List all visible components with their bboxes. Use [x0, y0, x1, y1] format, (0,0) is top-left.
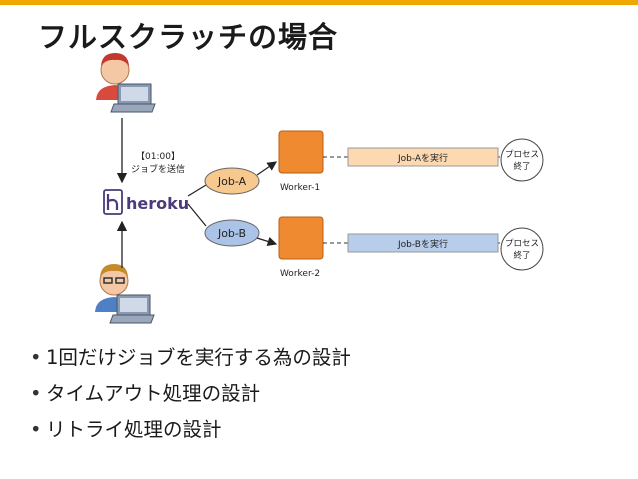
- bullet-item: •1回だけジョブを実行する為の設計: [30, 343, 351, 379]
- worker-1-box: [278, 130, 324, 174]
- bullet-item: •リトライ処理の設計: [30, 415, 351, 451]
- send-label-line1: 【01:00】: [136, 151, 180, 162]
- process-end-1: [500, 138, 544, 182]
- job-a-node: [204, 167, 260, 195]
- bullet-text: リトライ処理の設計: [46, 418, 222, 441]
- worker-2-label: Worker-2: [280, 269, 320, 279]
- worker-2-box: [278, 216, 324, 260]
- slide-title: フルスクラッチの場合: [38, 20, 339, 54]
- user-bottom-icon: [95, 264, 155, 324]
- heroku-wordmark: heroku: [126, 194, 189, 213]
- bullet-list: •1回だけジョブを実行する為の設計 •タイムアウト処理の設計 •リトライ処理の設…: [30, 343, 351, 451]
- task-b-label: Job-Bを実行: [397, 238, 448, 250]
- process-end-2-line2: 終了: [513, 250, 530, 261]
- user-top-icon: [96, 53, 156, 113]
- worker-1-label: Worker-1: [280, 183, 320, 193]
- heroku-logo: heroku: [103, 189, 189, 215]
- send-label-line2: ジョブを送信: [131, 163, 185, 175]
- process-end-2: [500, 227, 544, 271]
- process-end-1-line1: プロセス: [505, 150, 539, 160]
- job-a-label: Job-A: [217, 175, 247, 188]
- top-accent-bar: [0, 0, 638, 5]
- job-b-node: [204, 219, 260, 247]
- bullet-item: •タイムアウト処理の設計: [30, 379, 351, 415]
- process-end-2-line1: プロセス: [505, 239, 539, 249]
- task-b-bar: [347, 233, 499, 253]
- task-a-bar: [347, 147, 499, 167]
- bullet-text: タイムアウト処理の設計: [46, 382, 261, 405]
- bullet-dot: •: [30, 382, 42, 405]
- bullet-text: 1回だけジョブを実行する為の設計: [46, 346, 351, 369]
- process-end-1-line2: 終了: [513, 161, 530, 172]
- bullet-dot: •: [30, 418, 42, 441]
- job-b-label: Job-B: [217, 227, 246, 240]
- bullet-dot: •: [30, 346, 42, 369]
- task-a-label: Job-Aを実行: [397, 152, 448, 164]
